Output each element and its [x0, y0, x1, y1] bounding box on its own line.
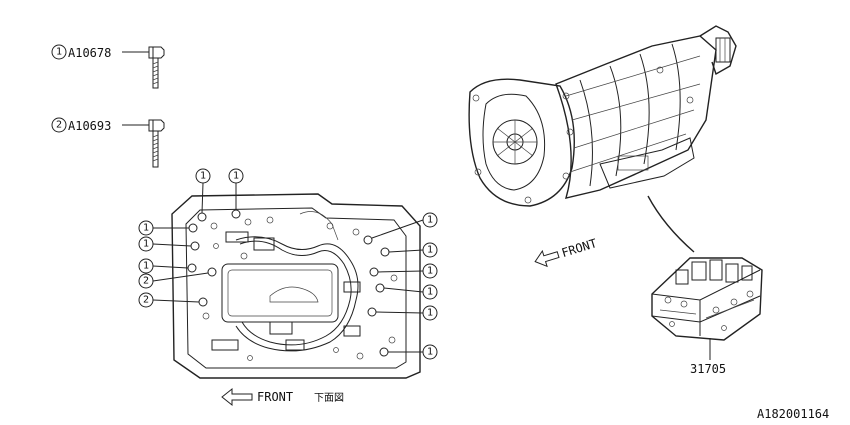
svg-text:1: 1 [427, 287, 433, 298]
part-number-a10693: A10693 [68, 119, 111, 133]
front-arrow-left: FRONT 下面図 [221, 387, 344, 407]
svg-text:1: 1 [233, 171, 239, 182]
callout-marker-2 [138, 273, 154, 289]
part-number-31705: 31705 [690, 362, 726, 376]
callout-marker-2 [138, 292, 154, 308]
callout-marker-1 [138, 220, 154, 236]
svg-text:1: 1 [200, 171, 206, 182]
svg-text:1: 1 [427, 215, 433, 226]
svg-text:2: 2 [143, 276, 149, 287]
view-label: 下面図 [314, 392, 344, 404]
callout-marker-1 [422, 344, 438, 360]
callout-marker-1 [195, 168, 211, 184]
leader-line [647, 195, 695, 253]
transmission-assembly [468, 25, 737, 207]
marker-1-circle [51, 44, 67, 60]
marker-1-number: 1 [56, 47, 62, 58]
callout-marker-1 [422, 212, 438, 228]
callout-marker-1 [138, 236, 154, 252]
marker-2-circle [51, 117, 67, 133]
callout-marker-1 [138, 258, 154, 274]
callout-marker-1 [228, 168, 244, 184]
front-label-right: FRONT [560, 236, 599, 260]
front-arrow-right: FRONT [534, 236, 599, 268]
valve-body-assembly: 31705 [651, 257, 763, 376]
bolt-1-icon [148, 46, 165, 89]
svg-text:1: 1 [143, 261, 149, 272]
front-label-left: FRONT [257, 390, 293, 404]
marker-2-number: 2 [56, 120, 62, 131]
svg-text:1: 1 [427, 347, 433, 358]
callout-marker-1 [422, 284, 438, 300]
svg-text:2: 2 [143, 295, 149, 306]
part-number-a10678: A10678 [68, 46, 111, 60]
figure-id: A182001164 [757, 407, 829, 421]
legend-item-1: 1 A10678 [51, 44, 165, 89]
callout-marker-1 [422, 305, 438, 321]
callout-markers: 1 1 1 1 1 2 2 1 1 1 1 1 [138, 168, 438, 360]
svg-text:1: 1 [143, 223, 149, 234]
legend-item-2: 2 A10693 [51, 117, 165, 168]
svg-text:1: 1 [427, 308, 433, 319]
valve-body-bottom-view [171, 193, 421, 379]
callout-marker-1 [422, 242, 438, 258]
bolt-2-icon [148, 119, 165, 168]
callout-marker-1 [422, 263, 438, 279]
svg-text:1: 1 [427, 245, 433, 256]
svg-text:1: 1 [143, 239, 149, 250]
svg-text:1: 1 [427, 266, 433, 277]
